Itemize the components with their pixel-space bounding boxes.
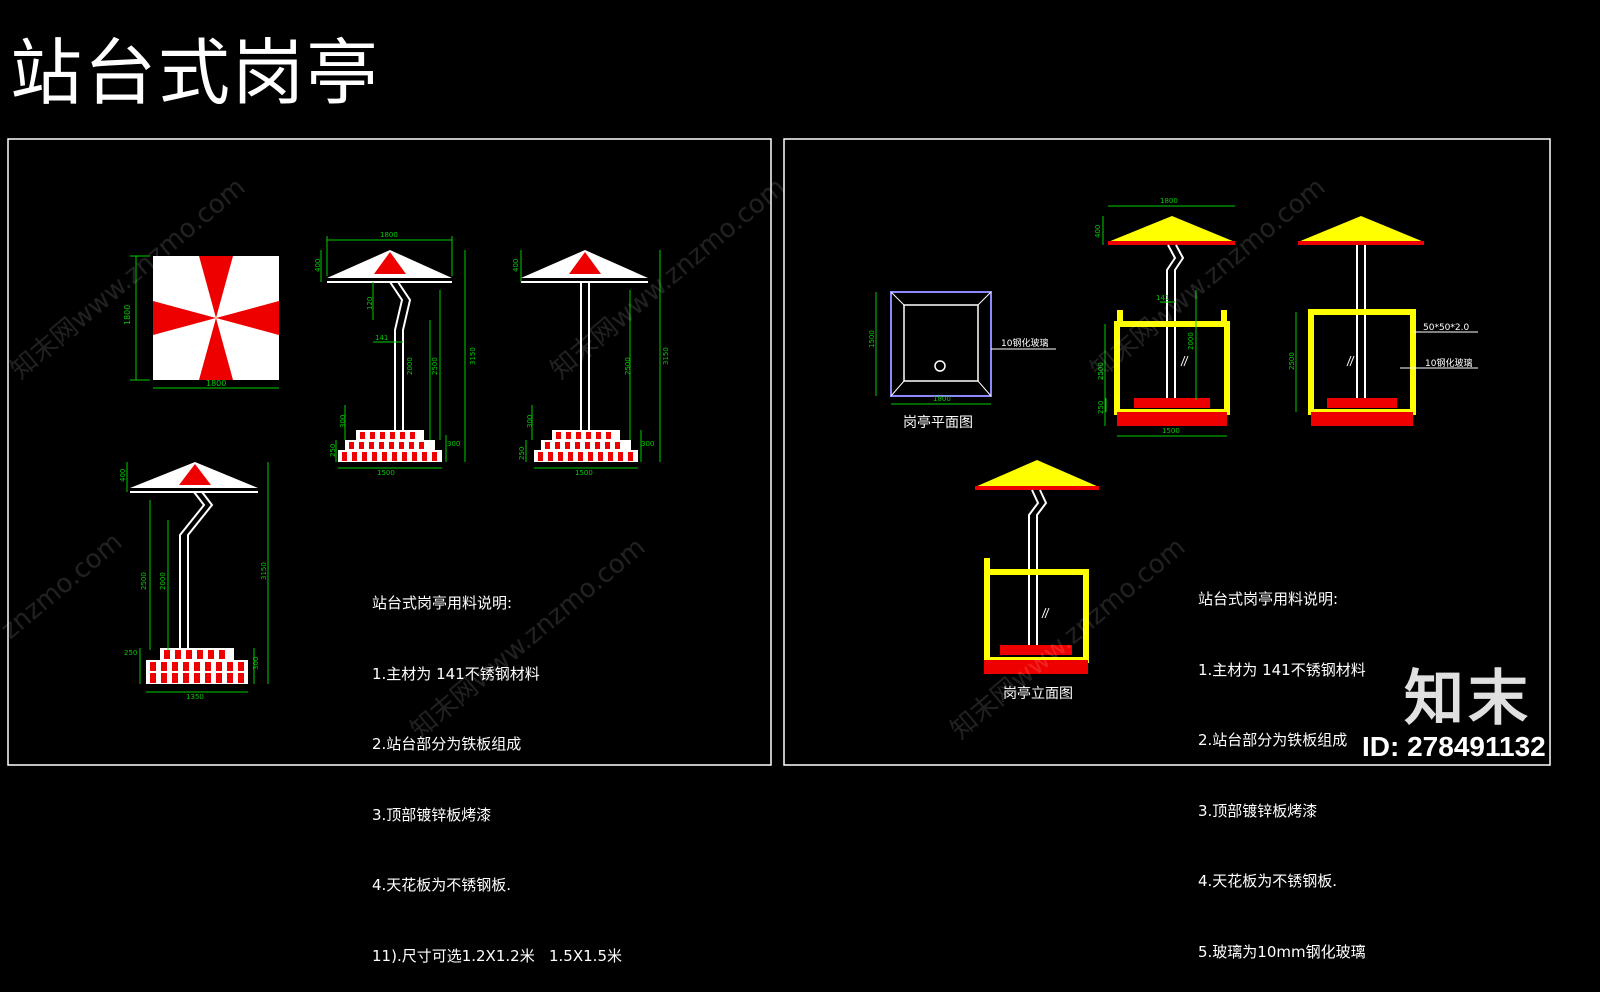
svg-text:1500: 1500: [1162, 427, 1180, 435]
svg-text:300: 300: [252, 657, 260, 670]
dim-text: 1800: [206, 379, 226, 388]
booth-elevation-2: 2500 50*50*2.0 10钢化玻璃: [1288, 216, 1478, 426]
svg-text:3150: 3150: [469, 347, 477, 365]
plan-caption: 岗亭平面图: [903, 415, 973, 431]
notes-item: 2.站台部分为铁板组成: [1198, 731, 1348, 749]
svg-text:250: 250: [124, 649, 137, 657]
svg-text:2000: 2000: [159, 572, 167, 590]
svg-text:250: 250: [329, 444, 337, 457]
svg-text:400: 400: [1094, 225, 1102, 238]
notes-item: 2.站台部分为铁板组成: [372, 735, 522, 753]
elevation-caption: 岗亭立面图: [1003, 686, 1073, 702]
booth-elevation-c: 400 3150 2500 2000 250 300 1350: [119, 462, 269, 701]
svg-text:250: 250: [1097, 401, 1105, 414]
svg-text:2000: 2000: [1187, 332, 1195, 350]
booth-elevation-3: [975, 460, 1099, 674]
left-notes: 站台式岗亭用料说明: 1.主材为 141不锈钢材料 2.站台部分为铁板组成 3.…: [372, 545, 622, 992]
watermark-logo: 知末: [1404, 664, 1532, 734]
svg-text:2500: 2500: [140, 572, 148, 590]
right-notes: 站台式岗亭用料说明: 1.主材为 141不锈钢材料 2.站台部分为铁板组成 3.…: [1198, 541, 1366, 988]
notes-item: 1.主材为 141不锈钢材料: [1198, 660, 1366, 679]
svg-text:1800: 1800: [933, 395, 951, 403]
booth-plan-view: 1500 1800 10钢化玻璃: [868, 291, 1056, 405]
svg-text:400: 400: [512, 259, 520, 272]
svg-text:141: 141: [1156, 294, 1169, 302]
svg-text:3150: 3150: [260, 562, 268, 580]
svg-text:300: 300: [641, 440, 654, 448]
notes-item: 3.顶部镀锌板烤漆: [1198, 801, 1318, 820]
notes-item: 3.顶部镀锌板烤漆: [372, 805, 492, 824]
booth-elevation-b: 400 3150 2500 300 250 300 1500: [512, 250, 670, 477]
notes-item: 1.主材为 141不锈钢材料: [372, 664, 540, 683]
notes-heading: 站台式岗亭用料说明:: [1198, 590, 1339, 608]
svg-text:120: 120: [366, 297, 374, 310]
svg-text:300: 300: [339, 415, 347, 428]
glass-annotation-2: 10钢化玻璃: [1425, 357, 1472, 369]
left-sheet-frame: [7, 138, 772, 766]
booth-elevation-1: 1800 400 2500 2000 141 250 1500: [1094, 197, 1235, 437]
notes-item: 11).尺寸可选1.2X1.2米 1.5X1.5米: [372, 946, 622, 965]
svg-text:3150: 3150: [662, 347, 670, 365]
watermark-id: ID: 278491132: [1362, 731, 1546, 762]
svg-text:1800: 1800: [380, 231, 398, 239]
notes-item: 5.玻璃为10mm钢化玻璃: [1198, 942, 1366, 961]
svg-text:300: 300: [447, 440, 460, 448]
booth-elevation-a: 1800 400 3150 2500 2000 120 141 300 250 …: [314, 231, 477, 477]
svg-text:141: 141: [375, 334, 388, 342]
svg-text:2500: 2500: [1097, 362, 1105, 380]
svg-text:400: 400: [119, 469, 127, 482]
svg-text:300: 300: [526, 415, 534, 428]
svg-text:1500: 1500: [377, 469, 395, 477]
svg-text:2000: 2000: [406, 357, 414, 375]
glass-annotation: 10钢化玻璃: [1001, 337, 1048, 349]
right-sheet-frame: [783, 138, 1551, 766]
svg-text:1350: 1350: [186, 693, 204, 701]
notes-item: 4.天花板为不锈钢板.: [1198, 872, 1338, 890]
svg-text:2500: 2500: [431, 357, 439, 375]
notes-heading: 站台式岗亭用料说明:: [372, 594, 513, 612]
tube-annotation: 50*50*2.0: [1423, 323, 1469, 333]
svg-text:1800: 1800: [1160, 197, 1178, 205]
svg-text:250: 250: [518, 447, 526, 460]
svg-text:1500: 1500: [868, 330, 876, 348]
roof-top-view: 1800 1800: [123, 255, 279, 389]
dim-text: 1800: [123, 305, 132, 325]
svg-text:1500: 1500: [575, 469, 593, 477]
cad-drawing: 1800 1800: [7, 138, 1551, 766]
svg-text:400: 400: [314, 259, 322, 272]
svg-text:2500: 2500: [624, 357, 632, 375]
notes-item: 4.天花板为不锈钢板.: [372, 876, 512, 894]
page-title: 站台式岗亭: [10, 31, 381, 115]
svg-text:2500: 2500: [1288, 352, 1296, 370]
